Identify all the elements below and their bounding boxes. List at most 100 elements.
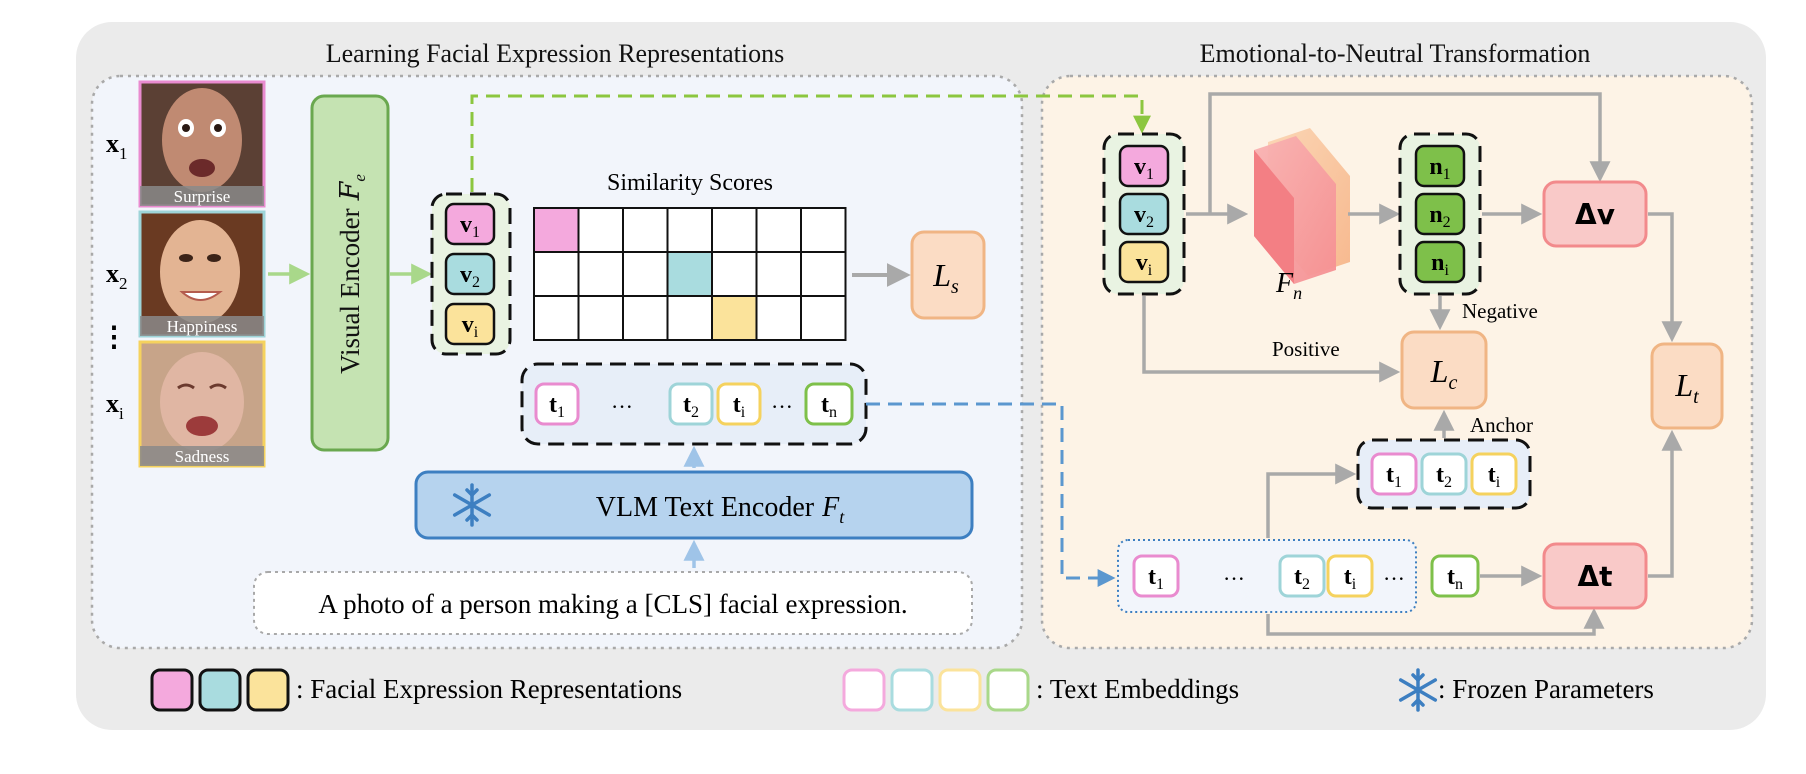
loss-s-box <box>910 230 986 320</box>
svg-text:v1: v1 <box>460 212 480 241</box>
text-encoder-block <box>414 470 974 540</box>
face-mouth <box>186 416 218 436</box>
similarity-cell <box>755 207 802 253</box>
similarity-cell <box>622 295 669 341</box>
svg-text:v1: v1 <box>1134 154 1154 183</box>
input-xi: xi Sadness <box>106 340 266 468</box>
svg-text:v2: v2 <box>1134 202 1154 231</box>
v-token-i-right: vi <box>1118 240 1170 284</box>
visual-encoder-label: Visual EncoderFe <box>335 174 369 374</box>
legend-fer-label: : Facial Expression Representations <box>296 674 682 704</box>
similarity-cell <box>622 207 669 253</box>
expression-label-happiness: Happiness <box>167 317 238 336</box>
delta-v-box <box>1542 180 1648 248</box>
svg-text:ti: ti <box>733 392 746 421</box>
arrow-t-to-delta-t <box>1266 607 1605 636</box>
arrow-v-to-delta-v <box>1208 92 1611 214</box>
n-token-1: n1 <box>1414 144 1466 188</box>
svg-text:tn: tn <box>821 392 837 421</box>
loss-t-label: Lt <box>1674 367 1699 408</box>
similarity-cell <box>577 251 624 297</box>
svg-text:vi: vi <box>462 312 479 341</box>
similarity-cell <box>533 207 580 253</box>
prompt-text: A photo of a person making a [CLS] facia… <box>318 589 907 619</box>
dashed-arrow-v-to-right <box>470 94 1151 192</box>
svg-text:tn: tn <box>1447 564 1463 593</box>
similarity-cell <box>666 251 713 297</box>
legend-text-emb-label: : Text Embeddings <box>1036 674 1239 704</box>
expression-label-surprise: Surprise <box>174 187 231 206</box>
svg-text:t2: t2 <box>683 392 699 421</box>
arrow-v-to-loss-c <box>1142 296 1401 383</box>
t-token-i: ti <box>716 382 762 426</box>
svg-text:n2: n2 <box>1429 202 1450 231</box>
n-token-2: n2 <box>1414 192 1466 236</box>
loss-c-label: Lc <box>1430 353 1458 394</box>
legend: : Facial Expression Representations : Te… <box>150 668 1654 712</box>
input-label-x2: x2 <box>106 259 128 293</box>
positive-label: Positive <box>1272 337 1340 361</box>
delta-t-label: Δt <box>1577 560 1612 593</box>
vertical-ellipsis: ⋮ <box>100 322 128 353</box>
snowflake-icon <box>1398 668 1438 712</box>
similarity-title: Similarity Scores <box>607 170 773 196</box>
svg-text:t2: t2 <box>1436 462 1452 491</box>
input-label-xi: xi <box>106 389 124 423</box>
svg-text:t1: t1 <box>549 392 565 421</box>
expression-label-sadness: Sadness <box>175 447 230 466</box>
t-ellipsis: ··· <box>771 394 793 419</box>
right-t-i: ti <box>1326 554 1374 598</box>
snowflake-icon <box>452 483 492 527</box>
loss-c-box <box>1400 330 1488 410</box>
t-token-1: t1 <box>534 382 580 426</box>
similarity-matrix <box>533 207 847 341</box>
svg-text:vi: vi <box>1136 250 1153 279</box>
anchor-label: Anchor <box>1470 413 1533 437</box>
t-ellipsis: ··· <box>611 394 633 419</box>
right-section-title: Emotional-to-Neutral Transformation <box>1200 39 1591 68</box>
similarity-cell <box>577 207 624 253</box>
t-token-n: tn <box>804 382 854 426</box>
svg-text:ti: ti <box>1488 462 1501 491</box>
similarity-cell <box>755 295 802 341</box>
face-shape <box>160 220 240 324</box>
face-mouth <box>189 159 215 177</box>
visual-encoder-block <box>310 94 390 452</box>
n-token-i: ni <box>1414 240 1466 284</box>
fn-module <box>1254 128 1350 284</box>
right-t-n: tn <box>1430 554 1480 598</box>
dashed-arrow-t-to-right <box>866 402 1116 587</box>
v-token-i: vi <box>444 302 496 346</box>
similarity-cell <box>711 295 758 341</box>
similarity-cell <box>755 251 802 297</box>
anchor-t-1: t1 <box>1370 452 1418 496</box>
loss-s-label: Ls <box>932 257 959 298</box>
face-shape <box>162 88 242 192</box>
t-token-2: t2 <box>668 382 714 426</box>
anchor-t-i: ti <box>1470 452 1518 496</box>
delta-v-label: Δv <box>1575 198 1615 231</box>
svg-text:t1: t1 <box>1148 564 1164 593</box>
similarity-cell <box>622 251 669 297</box>
input-label-x1: x1 <box>106 129 128 163</box>
similarity-cell <box>577 295 624 341</box>
v-token-1-right: v1 <box>1118 144 1170 188</box>
similarity-cell <box>711 207 758 253</box>
similarity-cell <box>800 251 847 297</box>
svg-text:ti: ti <box>1344 564 1357 593</box>
v-token-1: v1 <box>444 202 496 246</box>
right-t-1: t1 <box>1132 554 1180 598</box>
similarity-cell <box>533 251 580 297</box>
v-token-2: v2 <box>444 252 496 296</box>
svg-text:t1: t1 <box>1386 462 1402 491</box>
svg-text:t2: t2 <box>1294 564 1310 593</box>
left-section-title: Learning Facial Expression Representatio… <box>326 39 784 68</box>
loss-t-box <box>1650 342 1724 430</box>
face-shape <box>160 352 244 452</box>
similarity-cell <box>666 207 713 253</box>
t-ellipsis: ··· <box>1223 566 1245 591</box>
input-x1: x1 Surprise <box>106 80 266 208</box>
arrow-t-to-anchor <box>1266 463 1357 538</box>
